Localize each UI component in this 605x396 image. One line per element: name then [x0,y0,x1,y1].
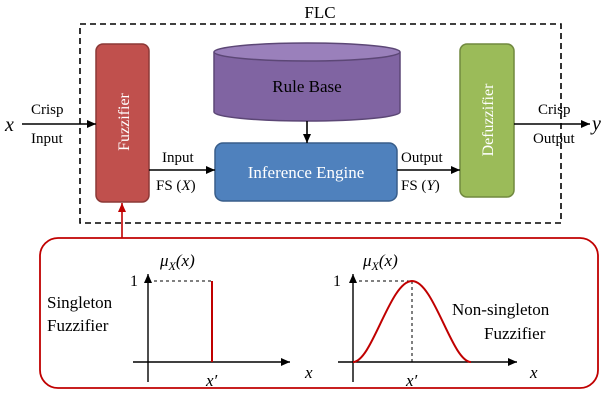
crisp-input-top: Crisp [31,102,64,118]
singleton-x-axis-label: x [304,363,313,382]
nonsingleton-label-line2: Fuzzifier [484,324,546,343]
nonsingleton-mu-label: μX(x) [362,251,398,273]
singleton-one-tick: 1 [130,273,138,290]
fuzzifier-block [95,43,150,203]
input-var-label: x [4,114,14,136]
singleton-label-line2: Fuzzifier [47,316,109,335]
input-fs-bottom: FS (X) [156,178,196,194]
output-fs-top: Output [401,150,444,166]
crisp-output-top: Crisp [538,102,571,118]
rule-base-label: Rule Base [272,77,341,96]
fuzzifier-label: Fuzzifier [116,92,133,150]
singleton-mu-label: μX(x) [159,251,195,273]
input-fs-top: Input [162,150,194,166]
output-fs-bottom: FS (Y) [401,178,440,194]
output-var-label: y [590,113,601,135]
nonsingleton-x-axis-label: x [529,363,538,382]
nonsingleton-x-prime: x′ [405,371,418,390]
rule-base-block [213,42,401,122]
nonsingleton-membership-curve [352,279,472,363]
nonsingleton-label-line1: Non-singleton [452,300,550,319]
fuzzifier-detail-panel [39,237,599,389]
defuzzifier-label: Defuzzifier [480,83,497,157]
inference-engine-label: Inference Engine [248,163,365,182]
singleton-label-line1: Singleton [47,293,113,312]
crisp-input-bottom: Input [31,131,63,147]
flc-title: FLC [304,3,335,22]
inference-engine-block [214,142,398,202]
nonsingleton-one-tick: 1 [333,273,341,290]
singleton-x-prime: x′ [205,371,218,390]
defuzzifier-block [459,43,515,198]
crisp-output-bottom: Output [533,131,576,147]
